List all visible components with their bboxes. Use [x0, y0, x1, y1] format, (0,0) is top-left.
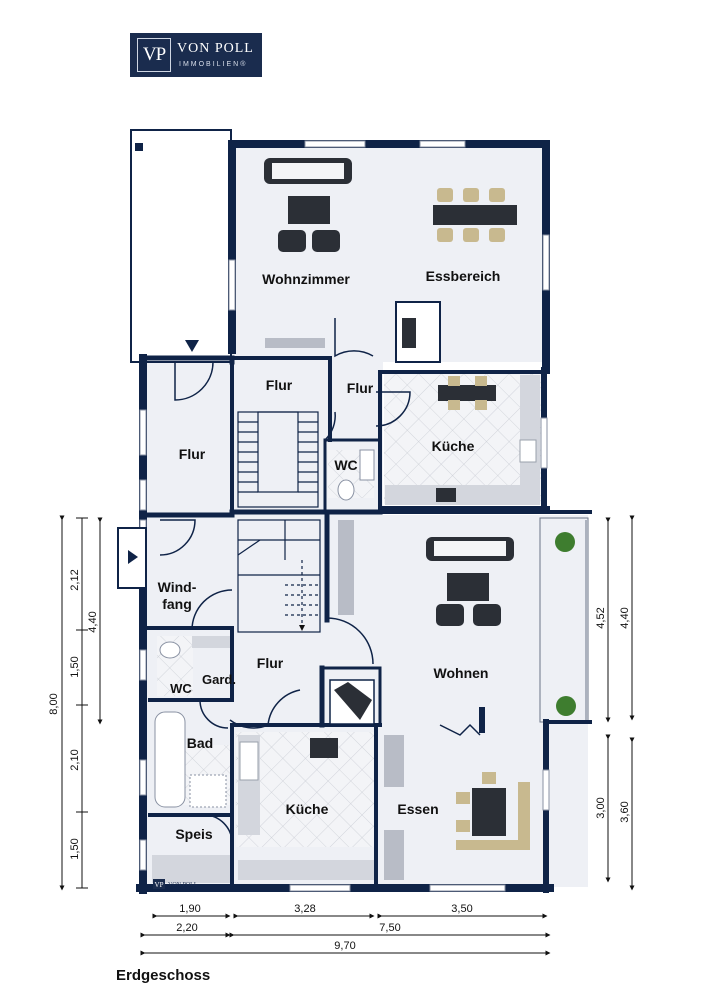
dimension-label: 4,40	[87, 611, 99, 632]
room-label-flur: Flur	[347, 380, 374, 396]
entrance-markers	[117, 143, 199, 589]
dimension-label: 3,60	[619, 801, 631, 822]
room-label-garderobe: Gard.	[202, 672, 236, 687]
room-label-speis: Speis	[175, 826, 213, 842]
room-label-wc: WC	[170, 681, 192, 696]
doors	[159, 318, 481, 843]
dimension-label: 3,50	[451, 903, 472, 915]
dimension-label: 3,00	[595, 797, 607, 818]
entrance-arrow-icon	[185, 340, 199, 352]
dimension-label: 1,50	[69, 838, 81, 859]
stairs	[237, 411, 321, 633]
logo-name: VON POLL	[177, 41, 254, 56]
room-labels: Wohnzimmer Essbereich Flur Flur Flur Küc…	[158, 268, 501, 842]
room-label-windfang: fang	[162, 596, 192, 612]
floor-title: Erdgeschoss	[116, 967, 211, 984]
entrance-arrow-icon	[128, 550, 138, 564]
dimension-label: 8,00	[48, 693, 60, 714]
brand-logo: VP VON POLL IMMOBILIEN®	[130, 33, 262, 77]
dimension-label: 3,28	[294, 903, 315, 915]
dimension-label: 2,20	[176, 922, 197, 934]
floor-areas	[130, 129, 589, 887]
room-label-flur: Flur	[257, 655, 284, 671]
dimension-lines	[59, 515, 635, 956]
room-label-kueche: Küche	[432, 438, 475, 454]
logo-mark: VP	[137, 38, 171, 72]
room-label-flur: Flur	[179, 446, 206, 462]
room-label-kueche: Küche	[286, 801, 329, 817]
dimension-label: 4,40	[619, 607, 631, 628]
dimension-labels: 8,00 2,12 1,50 2,10 1,50 4,40 4,52 3,00 …	[48, 569, 631, 952]
dimension-label: 1,90	[179, 903, 200, 915]
dimension-label: 7,50	[379, 922, 400, 934]
logo-subtitle: IMMOBILIEN®	[179, 61, 248, 68]
plan-watermark: VP VON POLL	[153, 879, 198, 889]
watermark-name: VON POLL	[168, 882, 198, 888]
room-label-windfang: Wind-	[158, 579, 197, 595]
room-label-wohnen: Wohnen	[434, 665, 489, 681]
room-label-essen: Essen	[397, 801, 438, 817]
dimension-label: 2,10	[69, 749, 81, 770]
room-label-wc: WC	[334, 457, 357, 473]
watermark-mark: VP	[155, 881, 164, 889]
dimension-label: 9,70	[334, 940, 355, 952]
dimension-label: 4,52	[595, 607, 607, 628]
dimension-label: 1,50	[69, 656, 81, 677]
room-label-bad: Bad	[187, 735, 213, 751]
room-label-wohnzimmer: Wohnzimmer	[262, 271, 350, 287]
room-label-flur: Flur	[266, 377, 293, 393]
room-label-essbereich: Essbereich	[426, 268, 501, 284]
furniture	[152, 158, 576, 883]
dimension-label: 2,12	[69, 569, 81, 590]
